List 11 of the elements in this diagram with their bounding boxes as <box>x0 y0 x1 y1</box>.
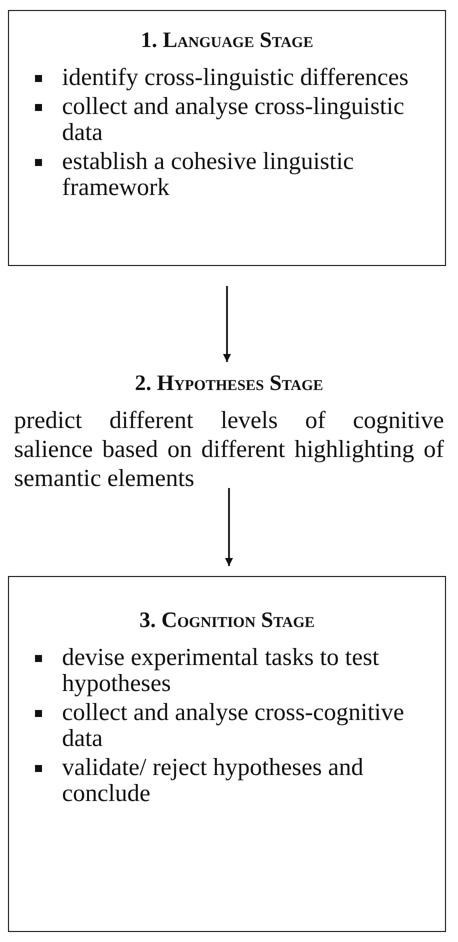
stage-box <box>8 576 446 932</box>
bullet-item: validate/ reject hypotheses and conclude <box>62 755 364 807</box>
arrow <box>223 286 231 362</box>
bullet-item: identify cross-linguistic differences <box>62 65 409 91</box>
stage-heading: 3. Cognition Stage <box>138 607 316 633</box>
stage-heading: 2. Hypotheses Stage <box>134 370 324 396</box>
arrow <box>225 488 233 566</box>
stage-description: predict different levels of cognitive salience based on different highlighting of semantic elements <box>14 406 444 493</box>
stage-box <box>8 10 446 266</box>
bullet-item: establish a cohesive linguistic framework <box>62 149 355 201</box>
stage-heading: 1. Language Stage <box>140 27 314 53</box>
